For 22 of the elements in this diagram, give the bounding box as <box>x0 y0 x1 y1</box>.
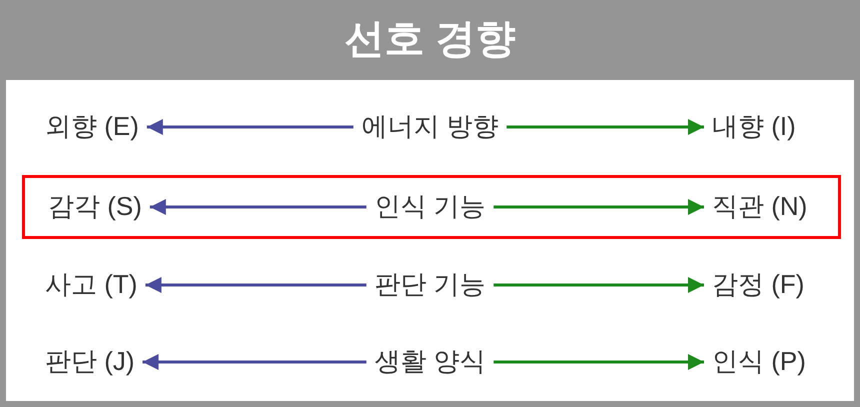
trait-label: 인식 (P) <box>709 347 809 377</box>
highlight-frame <box>22 175 841 239</box>
trait-label: 내향 (I) <box>709 112 799 142</box>
dimension-label: 판단 기능 <box>371 270 489 300</box>
arrow <box>150 199 366 215</box>
arrow <box>494 277 704 293</box>
trait-label: 외향 (E) <box>42 112 142 142</box>
trait-label: 사고 (T) <box>42 270 140 300</box>
arrow <box>142 354 366 370</box>
trait-label: 판단 (J) <box>42 347 138 377</box>
arrow <box>494 199 704 215</box>
trait-label: 직관 (N) <box>709 192 810 222</box>
trait-label: 감정 (F) <box>709 270 808 300</box>
title: 선호 경향 <box>344 16 516 62</box>
arrow <box>506 119 704 135</box>
trait-label: 감각 (S) <box>45 192 145 222</box>
arrow <box>146 119 354 135</box>
arrow <box>494 354 704 370</box>
dimension-label: 에너지 방향 <box>358 112 502 142</box>
arrow <box>145 277 366 293</box>
dimension-label: 생활 양식 <box>371 347 489 377</box>
dimension-label: 인식 기능 <box>371 192 489 222</box>
